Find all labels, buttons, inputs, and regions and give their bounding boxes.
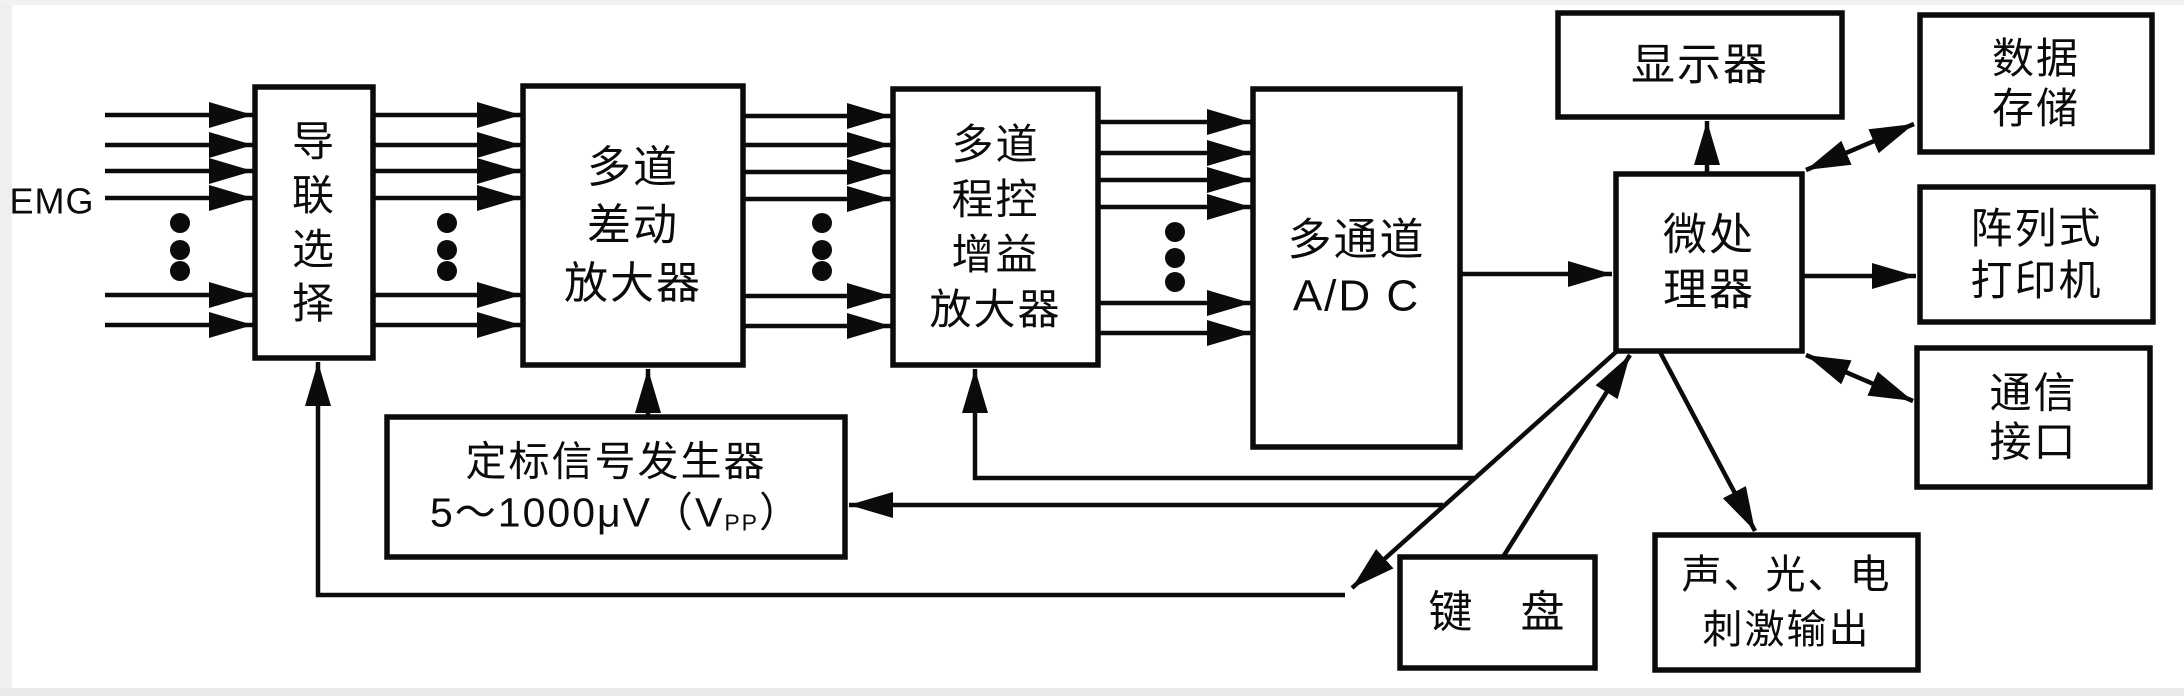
comm-interface-label: 通信 bbox=[1989, 370, 2077, 417]
lead-selection-frame bbox=[252, 84, 376, 361]
pga-to-adc bbox=[1098, 109, 1251, 346]
matrix-printer-label: 阵列式 bbox=[1970, 205, 2102, 252]
lead-selection-label: 择 bbox=[292, 280, 336, 327]
display-frame bbox=[1555, 10, 1845, 120]
calibration-generator-label: 5～1000μV（VPP） bbox=[430, 490, 802, 536]
display-label: 显示器 bbox=[1631, 41, 1769, 90]
lead-to-diff bbox=[373, 102, 521, 338]
keyboard-frame bbox=[1397, 554, 1598, 671]
microprocessor-label: 理器 bbox=[1663, 266, 1755, 315]
multichannel-adc-frame bbox=[1250, 86, 1463, 450]
diff-amplifier-label: 多道 bbox=[587, 143, 679, 192]
ellipsis-dot bbox=[170, 213, 190, 233]
mpu-comm-bidir bbox=[1805, 352, 1914, 404]
stimulus-output-label: 刺激输出 bbox=[1703, 608, 1871, 652]
box-calibration-generator: 定标信号发生器 5～1000μV（VPP） bbox=[384, 414, 848, 560]
ellipsis-dot bbox=[437, 213, 457, 233]
program-gain-amplifier-frame bbox=[890, 86, 1101, 368]
comm-interface-label: 接口 bbox=[1989, 419, 2077, 466]
calibration-generator-label: 定标信号发生器 bbox=[466, 439, 767, 485]
scan-edge-left bbox=[0, 0, 12, 696]
data-storage-label: 数据 bbox=[1992, 35, 2080, 82]
diff-amplifier-frame bbox=[520, 83, 746, 368]
ellipsis-dot bbox=[170, 240, 190, 260]
lead-selection-label: 导 bbox=[292, 118, 336, 165]
microprocessor-frame bbox=[1613, 171, 1805, 354]
ellipsis-dot bbox=[437, 240, 457, 260]
mpu-storage-bidir bbox=[1805, 121, 1915, 173]
mpu-control-diagonal bbox=[1350, 350, 1618, 590]
scan-edge-top bbox=[0, 0, 2184, 5]
scan-edge-bottom bbox=[0, 688, 2184, 696]
program-gain-amplifier-label: 增益 bbox=[951, 231, 1039, 278]
data-storage-frame bbox=[1917, 12, 2155, 155]
keyboard-label: 键 盘 bbox=[1429, 588, 1567, 637]
microprocessor-label: 微处 bbox=[1663, 211, 1755, 260]
program-gain-amplifier-label: 程控 bbox=[951, 176, 1039, 223]
matrix-printer-label: 打印机 bbox=[1970, 257, 2102, 304]
ellipsis-dot bbox=[170, 261, 190, 281]
data-storage-label: 存储 bbox=[1992, 85, 2080, 132]
program-gain-amplifier-label: 放大器 bbox=[929, 286, 1061, 333]
control-trunk-to-lead bbox=[305, 362, 1345, 598]
emg-input-lines bbox=[105, 102, 253, 338]
box-multichannel-adc: 多通道 A/D C bbox=[1250, 86, 1463, 450]
diff-to-pga bbox=[743, 103, 891, 339]
control-to-pga bbox=[962, 369, 1474, 481]
program-gain-amplifier-label: 多道 bbox=[951, 121, 1039, 168]
lead-selection-label: 联 bbox=[292, 172, 336, 219]
stimulus-output-frame bbox=[1652, 532, 1921, 673]
comm-interface-frame bbox=[1914, 345, 2153, 490]
ellipsis-dot bbox=[1165, 222, 1185, 242]
ellipsis-dot bbox=[812, 240, 832, 260]
multichannel-adc-label: A/D C bbox=[1293, 272, 1420, 321]
diff-amplifier-label: 放大器 bbox=[564, 259, 702, 308]
ellipsis-dot bbox=[1165, 272, 1185, 292]
diff-amplifier-label: 差动 bbox=[587, 201, 679, 250]
multichannel-adc-label: 多通道 bbox=[1288, 216, 1426, 265]
box-display: 显示器 bbox=[1555, 10, 1845, 120]
keyboard-to-mpu bbox=[1501, 353, 1632, 559]
ellipsis-dot bbox=[1165, 248, 1185, 268]
emg-input-label: EMG bbox=[9, 181, 94, 222]
ellipsis-dot bbox=[812, 213, 832, 233]
lead-selection-label: 选 bbox=[292, 226, 336, 273]
matrix-printer-frame bbox=[1917, 184, 2156, 325]
ellipsis-dot bbox=[812, 261, 832, 281]
ellipsis-dot bbox=[437, 261, 457, 281]
mpu-to-stimulus bbox=[1658, 350, 1757, 533]
calibration-generator-frame bbox=[384, 414, 848, 560]
stimulus-output-label: 声、光、电 bbox=[1682, 553, 1892, 597]
box-keyboard: 键 盘 bbox=[1397, 554, 1598, 671]
